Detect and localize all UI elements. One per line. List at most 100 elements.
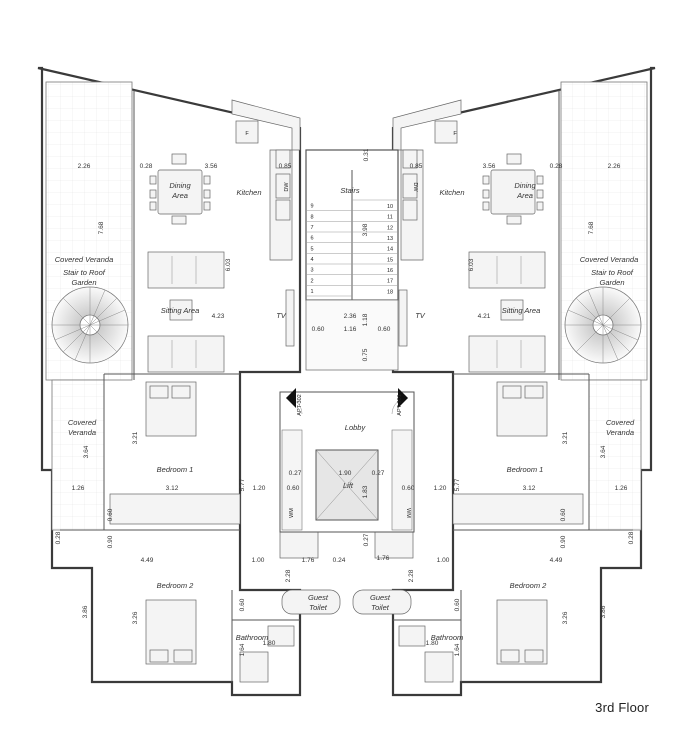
- svg-text:3.12: 3.12: [523, 485, 536, 492]
- svg-text:0.85: 0.85: [410, 163, 423, 170]
- svg-text:5.77: 5.77: [454, 478, 461, 491]
- bathroom-right: Bathroom: [431, 633, 464, 642]
- bedroom1-right: Bedroom 1: [507, 465, 544, 474]
- dining-label-left: Dining: [169, 181, 191, 190]
- svg-text:2.26: 2.26: [608, 163, 621, 170]
- room-labels: Dining Area Dining Area Kitchen Kitchen …: [55, 131, 639, 642]
- apartment-right: [352, 66, 656, 697]
- svg-text:0.28: 0.28: [550, 163, 563, 170]
- svg-text:0.24: 0.24: [333, 557, 346, 564]
- dw-right: DW: [412, 182, 418, 192]
- svg-text:Veranda: Veranda: [68, 428, 96, 437]
- svg-text:4.49: 4.49: [141, 557, 154, 564]
- svg-text:1.00: 1.00: [437, 557, 450, 564]
- entry-arrow-left: [286, 388, 296, 408]
- fridge-right: F: [453, 131, 457, 137]
- roof-stair-label-left: Stair to Roof: [63, 268, 106, 277]
- svg-text:5.77: 5.77: [239, 478, 246, 491]
- svg-text:6.03: 6.03: [225, 258, 232, 271]
- bedroom1-left: Bedroom 1: [157, 465, 194, 474]
- tv-label-right: TV: [415, 311, 426, 320]
- stair-step-number: 14: [387, 247, 393, 253]
- kitchen-label-right: Kitchen: [439, 188, 464, 197]
- stair-step-number: 15: [387, 257, 393, 263]
- svg-text:7.68: 7.68: [98, 221, 105, 234]
- svg-text:0.90: 0.90: [107, 535, 114, 548]
- bedroom2-left: Bedroom 2: [157, 581, 195, 590]
- svg-text:0.28: 0.28: [55, 531, 62, 544]
- svg-text:0.60: 0.60: [454, 598, 461, 611]
- svg-text:0.27: 0.27: [363, 533, 370, 546]
- svg-text:0.28: 0.28: [140, 163, 153, 170]
- svg-text:6.03: 6.03: [468, 258, 475, 271]
- svg-text:1.64: 1.64: [454, 643, 461, 656]
- svg-text:1.20: 1.20: [253, 485, 266, 492]
- stair-step-number: 7: [310, 225, 313, 231]
- svg-text:3.26: 3.26: [132, 611, 139, 624]
- svg-text:4.21: 4.21: [478, 313, 491, 320]
- guest-toilet-left: Guest: [308, 593, 329, 602]
- roof-stair-label-right: Stair to Roof: [591, 268, 634, 277]
- core: [279, 149, 415, 533]
- stair-step-number: 12: [387, 225, 393, 231]
- svg-text:4.23: 4.23: [212, 313, 225, 320]
- stair-step-number: 17: [387, 279, 393, 285]
- stair-step-number: 13: [387, 236, 393, 242]
- dw-left: DW: [284, 182, 290, 192]
- svg-text:1.26: 1.26: [72, 485, 85, 492]
- svg-text:1.18: 1.18: [362, 313, 369, 326]
- lobby-label: Lobby: [345, 423, 367, 432]
- svg-text:0.90: 0.90: [560, 535, 567, 548]
- svg-text:3.98: 3.98: [362, 223, 369, 236]
- stair-step-number: 11: [387, 215, 393, 221]
- lower-veranda-left: Covered: [68, 418, 97, 427]
- svg-text:3.64: 3.64: [83, 445, 90, 458]
- svg-text:1.80: 1.80: [426, 640, 439, 647]
- svg-text:1.76: 1.76: [377, 555, 390, 562]
- svg-text:2.36: 2.36: [344, 313, 357, 320]
- svg-text:3.21: 3.21: [132, 431, 139, 444]
- svg-text:0.75: 0.75: [362, 348, 369, 361]
- svg-text:2.28: 2.28: [285, 569, 292, 582]
- svg-text:1.83: 1.83: [362, 485, 369, 498]
- sitting-label-right: Sitting Area: [502, 306, 541, 315]
- stair-step-number: 9: [310, 204, 313, 210]
- stair-step-number: 6: [310, 236, 313, 242]
- svg-text:1.20: 1.20: [434, 485, 447, 492]
- bedroom2-right: Bedroom 2: [510, 581, 548, 590]
- svg-text:1.00: 1.00: [252, 557, 265, 564]
- svg-text:2.28: 2.28: [408, 569, 415, 582]
- stair-step-number: 3: [310, 268, 313, 274]
- svg-text:0.60: 0.60: [560, 508, 567, 521]
- svg-text:Area: Area: [171, 191, 188, 200]
- stair-step-number: 1: [310, 289, 313, 295]
- svg-text:1.90: 1.90: [339, 470, 352, 477]
- svg-text:1.26: 1.26: [615, 485, 628, 492]
- wm-left: WM: [289, 508, 295, 518]
- veranda-label-right: Covered Veranda: [580, 255, 639, 264]
- svg-text:Toilet: Toilet: [371, 603, 390, 612]
- stair-step-number: 5: [310, 246, 313, 252]
- apt-301-tag: APT-301: [397, 394, 403, 415]
- svg-text:3.12: 3.12: [166, 485, 179, 492]
- svg-text:7.68: 7.68: [588, 221, 595, 234]
- lower-veranda-right: Covered: [606, 418, 635, 427]
- entry-arrow-right: [398, 388, 408, 408]
- svg-text:1.76: 1.76: [302, 557, 315, 564]
- floor-label: 3rd Floor: [595, 700, 649, 715]
- svg-text:0.28: 0.28: [628, 531, 635, 544]
- outer-wall-left: [37, 66, 302, 697]
- stair-step-number: 10: [387, 204, 393, 210]
- bathroom-left: Bathroom: [236, 633, 269, 642]
- svg-text:1.80: 1.80: [263, 640, 276, 647]
- dining-label-right: Dining: [514, 181, 536, 190]
- lift-label: Lift: [343, 481, 354, 490]
- svg-text:Area: Area: [516, 191, 533, 200]
- svg-text:3.26: 3.26: [562, 611, 569, 624]
- stair-step-number: 16: [387, 268, 393, 274]
- tv-label-left: TV: [276, 311, 287, 320]
- apartment-left: [37, 66, 341, 697]
- wm-right: WM: [405, 508, 411, 518]
- stair-step-number: 2: [310, 278, 313, 284]
